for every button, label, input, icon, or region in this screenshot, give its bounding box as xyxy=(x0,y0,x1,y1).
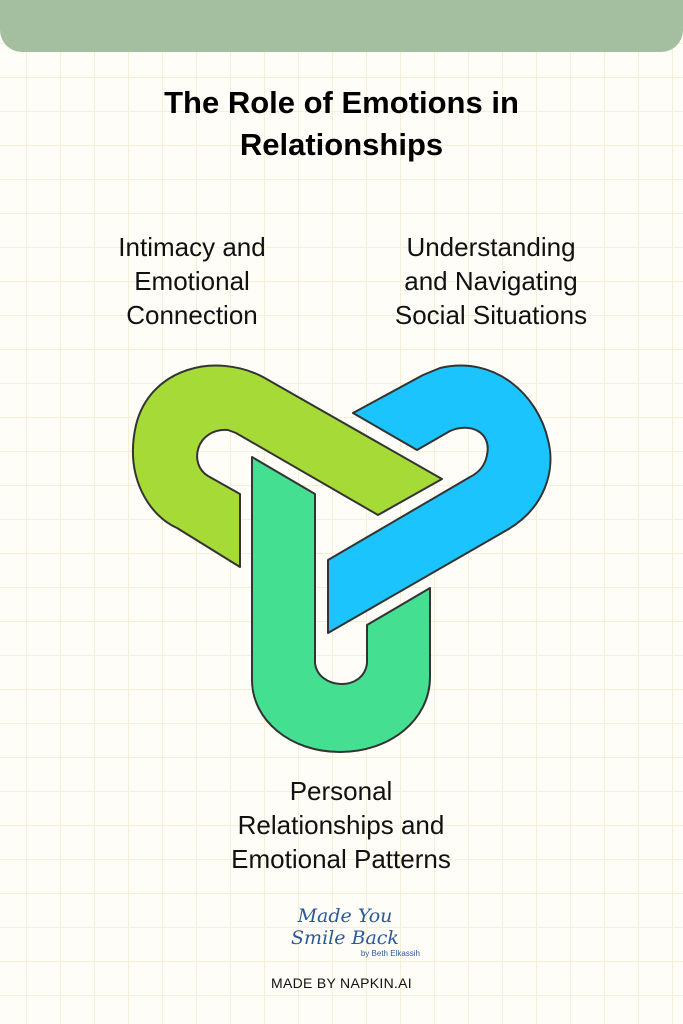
footer-credit: MADE BY NAPKIN.AI xyxy=(271,975,412,991)
label-personal: Personal Relationships and Emotional Pat… xyxy=(191,774,491,876)
title-line: Relationships xyxy=(239,127,444,162)
label-line: Social Situations xyxy=(394,300,588,330)
label-line: Emotional xyxy=(134,266,250,296)
page-title: The Role of Emotions in Relationships xyxy=(0,82,683,166)
blue-link xyxy=(327,364,552,634)
green-link xyxy=(251,456,431,753)
label-line: Personal xyxy=(289,776,393,806)
label-line: Intimacy and xyxy=(118,232,266,262)
label-social: Understanding and Navigating Social Situ… xyxy=(360,230,622,332)
lime-link xyxy=(131,364,443,568)
brand-logo: Made You Smile Back by Beth Elkassih xyxy=(270,905,420,959)
label-line: and Navigating xyxy=(404,266,578,296)
label-line: Connection xyxy=(126,300,258,330)
logo-line: Smile Back xyxy=(291,927,399,949)
logo-line: Made You xyxy=(297,905,393,927)
label-line: Understanding xyxy=(406,232,576,262)
title-line: The Role of Emotions in xyxy=(164,85,519,120)
label-line: Emotional Patterns xyxy=(231,844,451,874)
logo-byline: by Beth Elkassih xyxy=(360,949,420,958)
label-line: Relationships and xyxy=(237,810,445,840)
top-banner xyxy=(0,0,683,52)
label-intimacy: Intimacy and Emotional Connection xyxy=(72,230,312,332)
